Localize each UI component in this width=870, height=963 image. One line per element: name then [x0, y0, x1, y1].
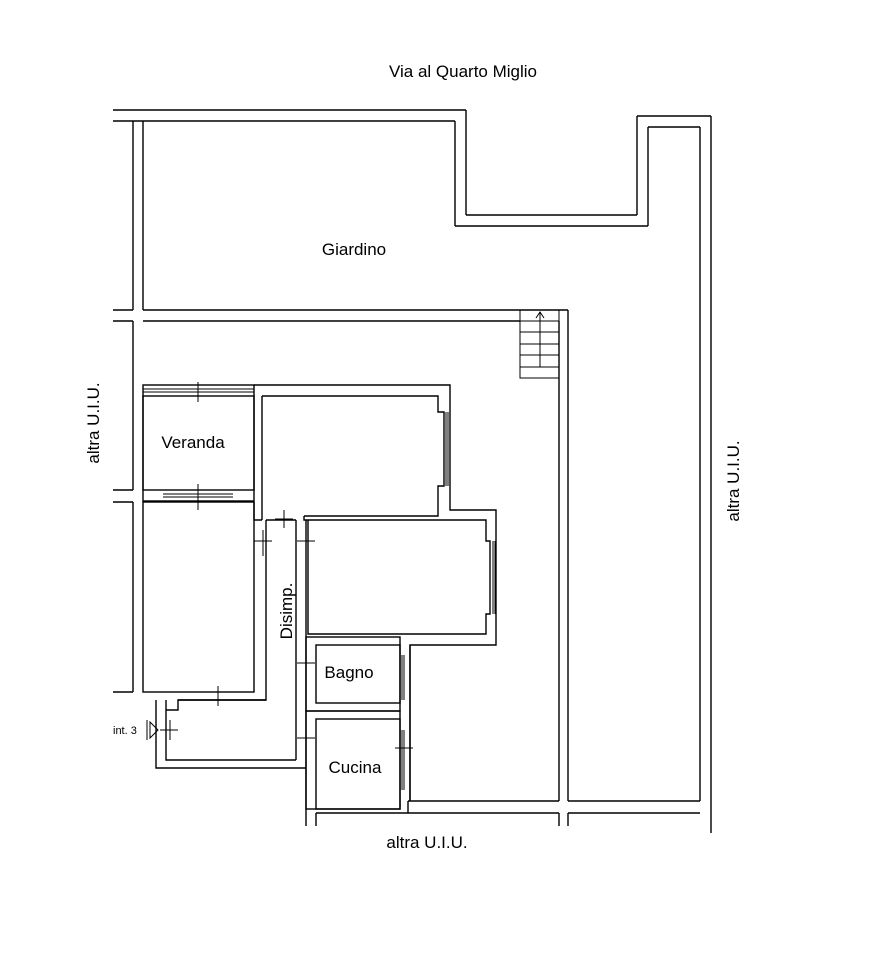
disimpegno-label: Disimp. [277, 583, 296, 640]
garden-boundary [113, 109, 712, 833]
bagno-label: Bagno [324, 663, 373, 682]
left-neighbor-label: altra U.I.U. [84, 382, 103, 463]
veranda-room [142, 382, 255, 510]
left-boundary [113, 121, 144, 693]
street-label: Via al Quarto Miglio [389, 62, 537, 81]
cucina-label: Cucina [329, 758, 382, 777]
garden-label: Giardino [322, 240, 386, 259]
stairs [519, 309, 560, 379]
apartment-walls [142, 384, 497, 826]
right-neighbor-label: altra U.I.U. [724, 440, 743, 521]
terrace-wall [143, 309, 569, 802]
entrance-label: int. 3 [113, 725, 137, 737]
bottom-neighbor-label: altra U.I.U. [386, 833, 467, 852]
door-marks [160, 510, 413, 760]
veranda-label: Veranda [161, 433, 225, 452]
entrance-marker [146, 720, 159, 740]
bottom-boundary [315, 801, 700, 826]
